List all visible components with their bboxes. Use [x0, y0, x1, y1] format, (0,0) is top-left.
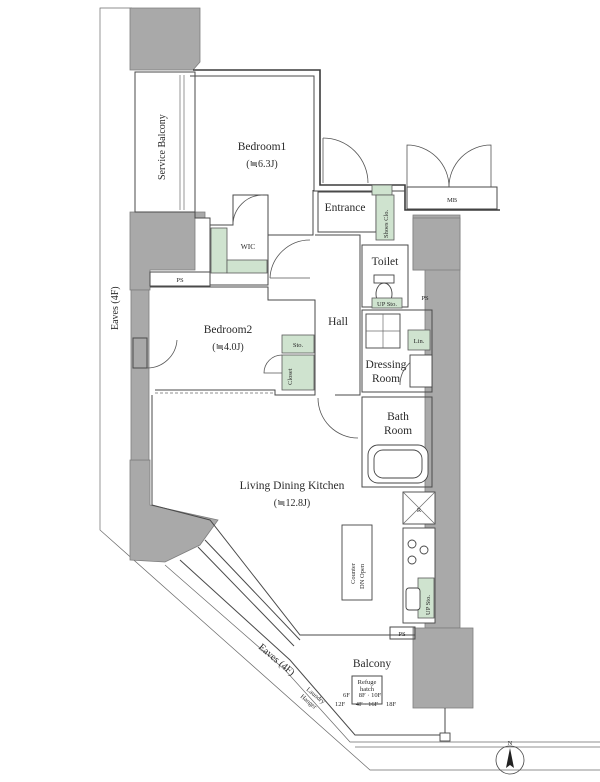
- balcony-label: Balcony: [353, 658, 392, 670]
- ps-left-box: [149, 271, 211, 287]
- stove-burner-2: [419, 545, 429, 555]
- bedroom1-area: (≒6.3J): [246, 159, 277, 170]
- sto-bedroom2-box: [281, 334, 315, 354]
- refuge-hatch-left: 12F: [335, 701, 346, 708]
- hall-label: Hall: [328, 316, 348, 328]
- wic-walls: [210, 194, 269, 275]
- dressing-room: [361, 309, 433, 393]
- hall-door-swing: [317, 397, 359, 439]
- hall-walls: [315, 234, 361, 396]
- ps-bottom-label: PS: [398, 631, 406, 638]
- entrance-door-swing: [322, 137, 369, 184]
- balcony-outline-2: [164, 564, 600, 743]
- east-column-top: [412, 217, 461, 271]
- balcony-outline: [179, 559, 446, 736]
- dressing-label-2: Room: [372, 373, 400, 385]
- southeast-column: [412, 627, 474, 709]
- refuge-hatch-row1: 8F · 10F: [359, 692, 382, 699]
- shoes-clo-label: Shoes Clo.: [383, 209, 390, 238]
- mb-door-left: [406, 144, 450, 188]
- wic-label: WIC: [241, 242, 256, 251]
- bedroom2-area: (≒4.0J): [212, 342, 243, 353]
- refuge-hatch-title-2: hatch: [360, 686, 375, 693]
- washer-pan: [409, 354, 433, 388]
- bedroom1-walls: [194, 72, 314, 286]
- lin-label: Lin.: [414, 338, 425, 345]
- bedroom2-name: Bedroom2: [204, 324, 253, 336]
- refuge-hatch-title-1: Refuge: [358, 679, 377, 686]
- up-sto-toilet-label: UP Sto.: [377, 301, 397, 308]
- kitchen-sink: [405, 587, 421, 611]
- ldk-name: Living Dining Kitchen: [240, 480, 345, 492]
- up-sto-kitchen-label: UP Sto.: [425, 595, 432, 615]
- north-arrow-icon: [506, 748, 514, 768]
- bedroom2-window-swing: [146, 339, 178, 369]
- closet-box: [281, 354, 315, 391]
- sto-bedroom2-label: Sto.: [293, 342, 304, 349]
- bedroom2-walls: [150, 286, 316, 396]
- bath-label-1: Bath: [387, 411, 409, 423]
- eaves-outline: [99, 7, 600, 771]
- wic-door-swing: [232, 194, 264, 226]
- west-wall-strip: [130, 289, 150, 461]
- up-sto-toilet-box: [371, 297, 403, 309]
- shoes-clo-box: [375, 194, 395, 241]
- stove-burner-3: [407, 555, 417, 565]
- ps-right-label: PS: [421, 295, 429, 302]
- compass-circle: [495, 745, 525, 775]
- dressing-label-1: Dressing: [366, 359, 407, 371]
- counter-label-1: Counter: [350, 562, 357, 584]
- refuge-hatch-box: [351, 675, 383, 705]
- balcony-drain: [439, 732, 451, 742]
- outer-wall-line-2: [190, 75, 405, 192]
- bath-label-2: Room: [384, 425, 412, 437]
- ldk-area: (≒12.8J): [274, 498, 310, 509]
- bedroom2-window: [132, 337, 148, 369]
- fridge-diag-b: [402, 491, 436, 525]
- mb-box: [406, 186, 498, 210]
- ps-left-label: PS: [176, 277, 184, 284]
- bedroom1-door-swing: [269, 239, 311, 279]
- bath-room: [361, 396, 433, 488]
- eaves-left-label: Eaves (4F): [110, 286, 121, 330]
- wic-shelf-bottom: [226, 259, 268, 274]
- ps-bottom-box: [389, 626, 416, 640]
- service-balcony-label: Service Balcony: [157, 114, 168, 180]
- toilet-bowl-tank: [373, 274, 395, 284]
- counter: [341, 524, 373, 601]
- window-wall-inner: [197, 546, 295, 647]
- counter-label-2: DN Open: [359, 563, 366, 589]
- west-wall-mid: [129, 211, 206, 291]
- ldk-walls: [151, 395, 415, 636]
- mb-label: MB: [447, 197, 458, 204]
- refuge-hatch-top-left: 6F: [343, 692, 350, 699]
- mb-door-right: [448, 144, 492, 188]
- stove-burner-1: [407, 539, 417, 549]
- lin-box: [407, 329, 431, 351]
- closet-label: Closet: [287, 368, 294, 385]
- wic-shelf-left: [210, 227, 228, 274]
- compass-label: N: [508, 740, 513, 747]
- toilet-label: Toilet: [372, 256, 399, 268]
- closet-door-swing: [263, 354, 283, 374]
- outer-wall-line: [193, 69, 500, 211]
- bedroom1-name: Bedroom1: [238, 141, 287, 153]
- entrance-label: Entrance: [325, 202, 366, 214]
- west-wall-upper: [129, 7, 201, 71]
- fridge-label: R: [417, 507, 422, 514]
- refuge-hatch-right: 18F: [386, 701, 397, 708]
- refuge-hatch-row2: 4F · 16F: [356, 701, 379, 708]
- window-wall-outer: [204, 539, 301, 641]
- bathtub-inner: [373, 449, 423, 479]
- up-sto-entrance: [371, 184, 393, 196]
